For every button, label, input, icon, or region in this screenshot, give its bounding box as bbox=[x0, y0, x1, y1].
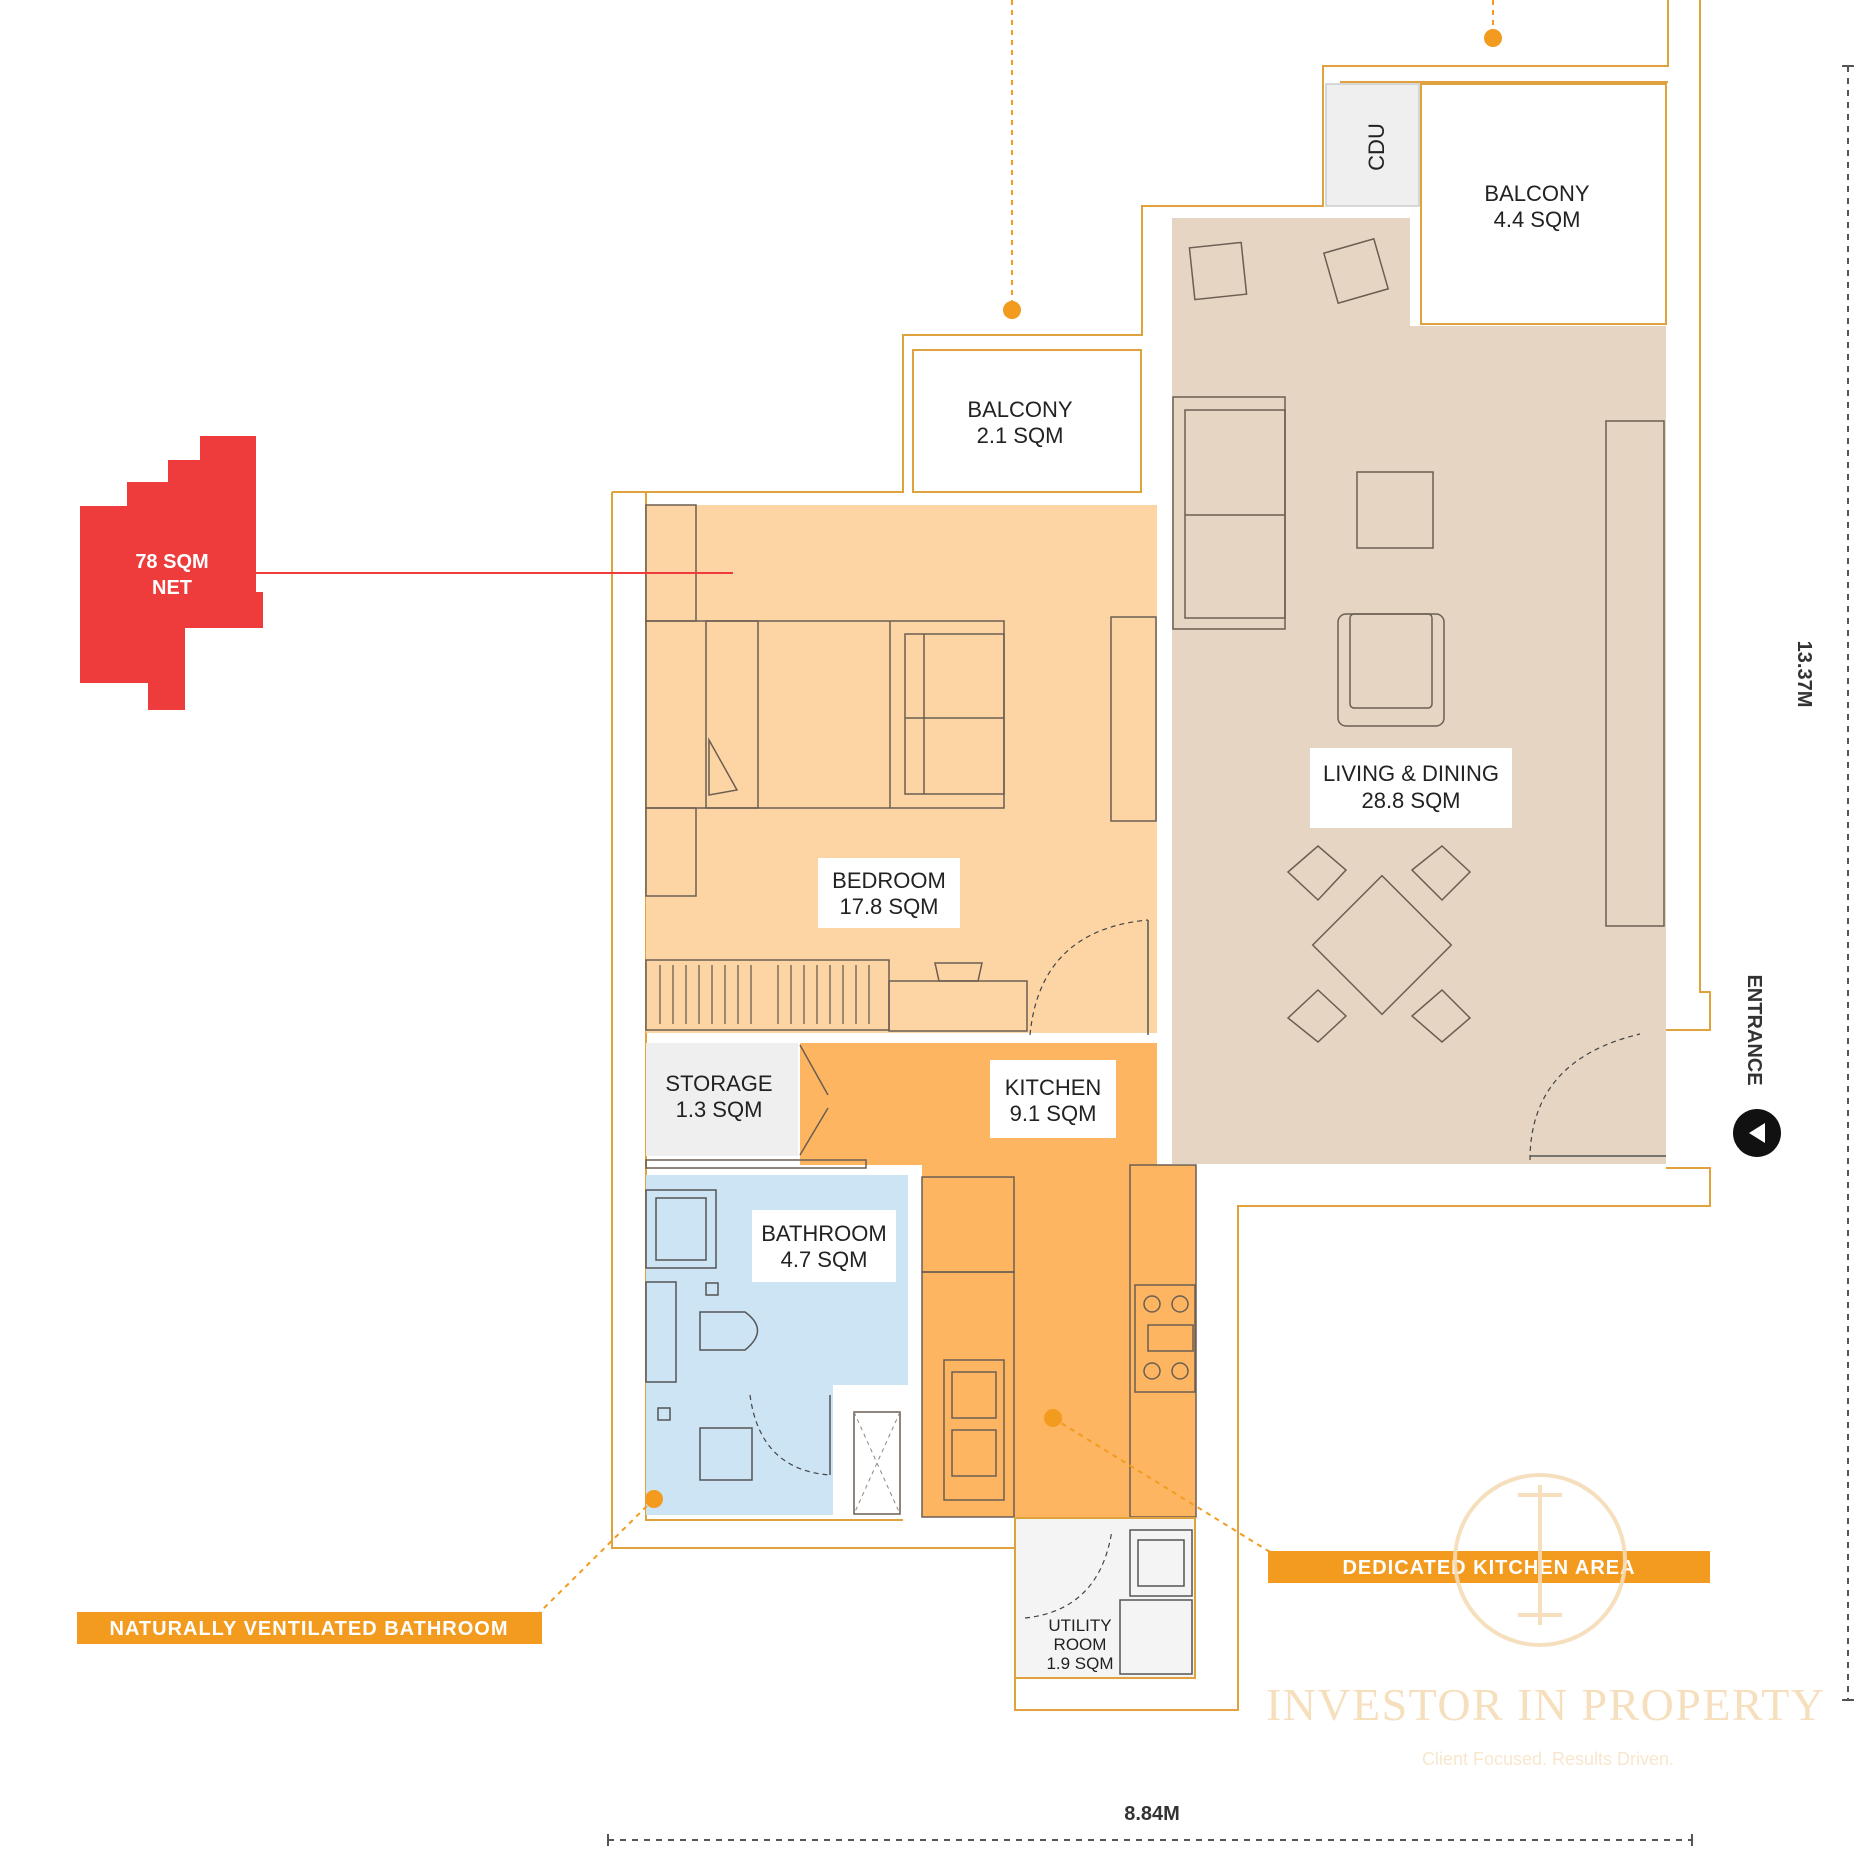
utility-area-text: 1.9 SQM bbox=[1046, 1654, 1113, 1673]
balcony-small-name: BALCONY bbox=[967, 397, 1072, 422]
walls bbox=[611, 0, 1711, 1711]
living-dining-area-text: 28.8 SQM bbox=[1361, 788, 1460, 813]
bedroom-area bbox=[645, 504, 1157, 1036]
entrance-label: ENTRANCE bbox=[1743, 974, 1765, 1085]
utility-name: UTILITY bbox=[1048, 1616, 1111, 1635]
label-storage: STORAGE 1.3 SQM bbox=[665, 1071, 772, 1122]
label-balcony-small: BALCONY 2.1 SQM bbox=[958, 390, 1082, 456]
balcony-large-area bbox=[1420, 83, 1667, 325]
label-living-dining: LIVING & DINING 28.8 SQM bbox=[1310, 748, 1512, 828]
watermark-logo-icon bbox=[1453, 1473, 1627, 1647]
unit-badge: 78 SQM NET bbox=[80, 436, 733, 710]
kitchen-name: KITCHEN bbox=[1005, 1075, 1102, 1100]
label-kitchen: KITCHEN 9.1 SQM bbox=[990, 1060, 1116, 1138]
bathroom-name: BATHROOM bbox=[761, 1221, 886, 1246]
balcony-large-name: BALCONY bbox=[1484, 181, 1589, 206]
bedroom-name: BEDROOM bbox=[832, 868, 946, 893]
label-bathroom: BATHROOM 4.7 SQM bbox=[752, 1210, 896, 1282]
depth-label: 13.37M bbox=[1793, 641, 1815, 708]
bathroom-callout-text: NATURALLY VENTILATED BATHROOM bbox=[110, 1618, 509, 1640]
label-utility: UTILITY ROOM 1.9 SQM bbox=[1046, 1616, 1113, 1673]
entrance-marker: ENTRANCE bbox=[1733, 974, 1781, 1157]
width-label: 8.84M bbox=[1124, 1803, 1180, 1825]
utility-area bbox=[1014, 1517, 1196, 1679]
cdu-label: CDU bbox=[1364, 123, 1389, 171]
label-balcony-large: BALCONY 4.4 SQM bbox=[1484, 181, 1589, 232]
dimension-depth: 13.37M bbox=[1793, 65, 1854, 1701]
watermark-title: INVESTOR IN PROPERTY bbox=[1266, 1679, 1826, 1730]
top-leaders bbox=[1003, 0, 1502, 319]
label-bedroom: BEDROOM 17.8 SQM bbox=[818, 858, 960, 928]
bathroom-callout: NATURALLY VENTILATED BATHROOM bbox=[77, 1490, 663, 1644]
watermark: INVESTOR IN PROPERTY Client Focused. Res… bbox=[1266, 1473, 1826, 1769]
storage-area-text: 1.3 SQM bbox=[676, 1097, 763, 1122]
cdu-area bbox=[1325, 83, 1420, 207]
living-dining-name: LIVING & DINING bbox=[1323, 761, 1499, 786]
kitchen-area-text: 9.1 SQM bbox=[1010, 1101, 1097, 1126]
bathroom-area-text: 4.7 SQM bbox=[781, 1247, 868, 1272]
watermark-tagline: Client Focused. Results Driven. bbox=[1422, 1749, 1674, 1769]
storage-area bbox=[645, 1043, 867, 1169]
kitchen-callout-text: DEDICATED KITCHEN AREA bbox=[1342, 1557, 1635, 1579]
dimension-width: 8.84M bbox=[607, 1803, 1693, 1846]
storage-name: STORAGE bbox=[665, 1071, 772, 1096]
balcony-large-area-text: 4.4 SQM bbox=[1494, 207, 1581, 232]
unit-area: 78 SQM bbox=[135, 551, 208, 573]
kitchen-callout: DEDICATED KITCHEN AREA bbox=[1044, 1409, 1710, 1583]
living-dining-area bbox=[1172, 218, 1666, 1164]
utility-name-2: ROOM bbox=[1054, 1635, 1107, 1654]
unit-area-label: NET bbox=[152, 577, 192, 599]
balcony-small-area-text: 2.1 SQM bbox=[977, 423, 1064, 448]
bedroom-area-text: 17.8 SQM bbox=[839, 894, 938, 919]
